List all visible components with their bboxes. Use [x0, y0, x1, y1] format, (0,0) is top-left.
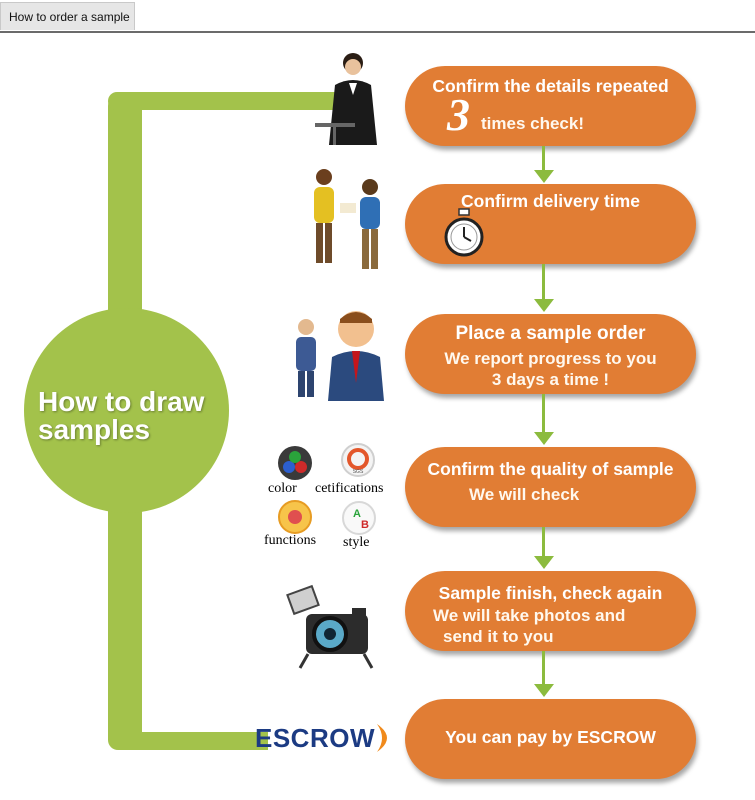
step4-title: Confirm the quality of sample [427, 459, 674, 479]
center-title-line1: How to draw [38, 386, 205, 417]
arrow-3-4 [534, 394, 554, 447]
handshake-illustration [314, 169, 380, 269]
green-top-connector [108, 92, 338, 110]
step-confirm-quality: Confirm the quality of sample We will ch… [405, 447, 696, 527]
functions-label: functions [264, 533, 317, 548]
arrow-2-3 [534, 264, 554, 314]
businessmen-illustration [296, 311, 384, 401]
functions-icon [278, 500, 312, 534]
step1-sub: times check! [481, 114, 584, 133]
step-confirm-details: Confirm the details repeated 3 times che… [405, 66, 696, 146]
step5-sub2: send it to you [443, 627, 554, 646]
center-title-line2: samples [38, 414, 151, 445]
step-pay-escrow: You can pay by ESCROW [405, 699, 696, 779]
arrow-4-5 [534, 527, 554, 571]
tab-bar: How to order a sample [0, 0, 755, 34]
center-title: How to draw samples [38, 388, 238, 444]
camera-illustration [286, 584, 374, 669]
step2-title: Confirm delivery time [461, 191, 640, 211]
arrow-5-6 [534, 651, 554, 699]
certification-label: cetifications [315, 481, 384, 496]
escrow-swoosh [377, 724, 387, 752]
step-confirm-delivery: Confirm delivery time [405, 184, 696, 264]
svg-text:B: B [361, 519, 369, 531]
step-sample-finish: Sample finish, check again We will take … [405, 571, 696, 651]
center-circle [24, 308, 229, 513]
step1-title: Confirm the details repeated [432, 76, 669, 96]
receptionist-illustration [315, 53, 377, 145]
tab-how-to-order[interactable]: How to order a sample [0, 2, 135, 30]
step3-sub2: 3 days a time ! [491, 370, 610, 389]
style-label: style [343, 535, 370, 550]
style-icon: A B [342, 501, 376, 535]
escrow-logo: ESCROW [255, 723, 375, 753]
step5-sub1: We will take photos and [433, 606, 626, 625]
svg-text:A: A [353, 508, 361, 520]
color-label: color [268, 481, 297, 496]
step5-title: Sample finish, check again [438, 583, 663, 603]
stopwatch-icon [444, 208, 484, 257]
step4-sub: We will check [469, 485, 580, 504]
tab-divider [0, 31, 755, 33]
step3-sub1: We report progress to you [444, 349, 657, 368]
color-icon [278, 446, 312, 480]
svg-text:SGS: SGS [353, 469, 364, 475]
step1-big-number: 3 [447, 89, 470, 140]
step-place-order: Place a sample order We report progress … [405, 314, 696, 394]
arrow-1-2 [534, 146, 554, 184]
certification-icon: SGS [341, 443, 375, 477]
step6-title: You can pay by ESCROW [445, 727, 656, 747]
step3-title: Place a sample order [455, 323, 646, 344]
green-bottom-connector [108, 732, 268, 750]
